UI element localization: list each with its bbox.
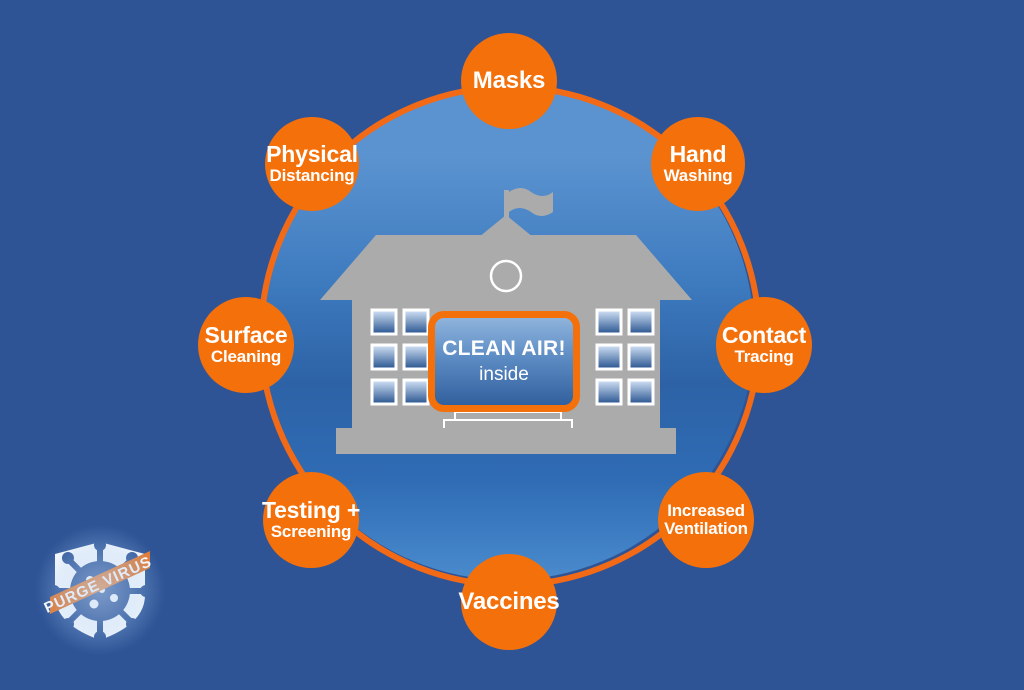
- node-increased-ventilation-label-1: Increased: [667, 500, 745, 520]
- node-masks-label: Masks: [472, 67, 546, 95]
- node-contact-tracing[interactable]: Contact Tracing: [716, 297, 812, 393]
- node-testing-screening[interactable]: Testing + Screening: [261, 472, 361, 568]
- node-vaccines[interactable]: Vaccines: [458, 554, 560, 650]
- node-physical-distancing[interactable]: Physical Distancing: [265, 117, 359, 211]
- node-contact-tracing-label-1: Contact: [721, 322, 807, 349]
- node-hand-washing-label-2: Washing: [663, 166, 733, 186]
- node-testing-screening-label-1: Testing +: [261, 497, 361, 524]
- node-contact-tracing-label-2: Tracing: [734, 347, 794, 367]
- node-physical-distancing-label-1: Physical: [266, 141, 358, 168]
- node-increased-ventilation[interactable]: Increased Ventilation: [658, 472, 754, 568]
- node-testing-screening-label-2: Screening: [270, 522, 352, 542]
- node-physical-distancing-label-2: Distancing: [269, 166, 355, 186]
- purge-virus-logo[interactable]: PURGE VIRUS: [28, 518, 172, 662]
- node-surface-cleaning-label-1: Surface: [204, 322, 288, 349]
- clean-air-headline: CLEAN AIR!: [442, 337, 566, 360]
- node-masks[interactable]: Masks: [461, 33, 557, 129]
- node-vaccines-label: Vaccines: [458, 588, 560, 616]
- node-surface-cleaning[interactable]: Surface Cleaning: [198, 297, 294, 393]
- node-surface-cleaning-label-2: Cleaning: [210, 347, 282, 367]
- clean-air-subline: inside: [479, 364, 529, 385]
- logo-glow: [36, 526, 164, 654]
- node-hand-washing[interactable]: Hand Washing: [651, 117, 745, 211]
- node-hand-washing-label-1: Hand: [669, 141, 727, 168]
- node-increased-ventilation-label-2: Ventilation: [664, 519, 748, 538]
- clean-air-sign: CLEAN AIR! inside: [428, 311, 580, 412]
